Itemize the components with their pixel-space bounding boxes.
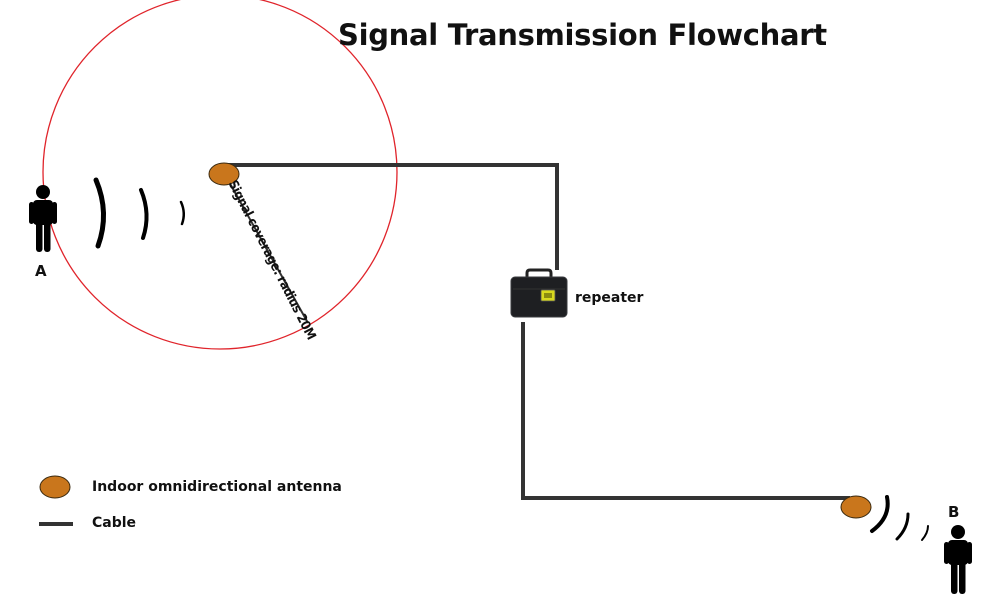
cable-bottom [521, 322, 850, 500]
person-b-icon [944, 525, 972, 594]
person-a-label: A [35, 262, 47, 280]
cable-top [225, 163, 559, 270]
signal-waves-a-icon [93, 177, 185, 249]
repeater-device-icon [510, 268, 568, 318]
diagram-title: Signal Transmission Flowchart [338, 18, 827, 52]
antenna-bottom-icon [840, 495, 872, 519]
person-a-icon [29, 185, 57, 252]
legend [39, 475, 73, 526]
legend-cable-label: Cable [92, 515, 137, 531]
signal-waves-b-icon [870, 495, 929, 541]
legend-antenna-label: Indoor omnidirectional antenna [92, 479, 342, 495]
coverage-radius-line [227, 179, 309, 324]
antenna-top-icon [208, 162, 240, 186]
repeater-label: repeater [575, 290, 644, 306]
coverage-circle [42, 0, 398, 350]
legend-antenna-icon [39, 475, 71, 499]
person-b-label: B [948, 503, 960, 521]
